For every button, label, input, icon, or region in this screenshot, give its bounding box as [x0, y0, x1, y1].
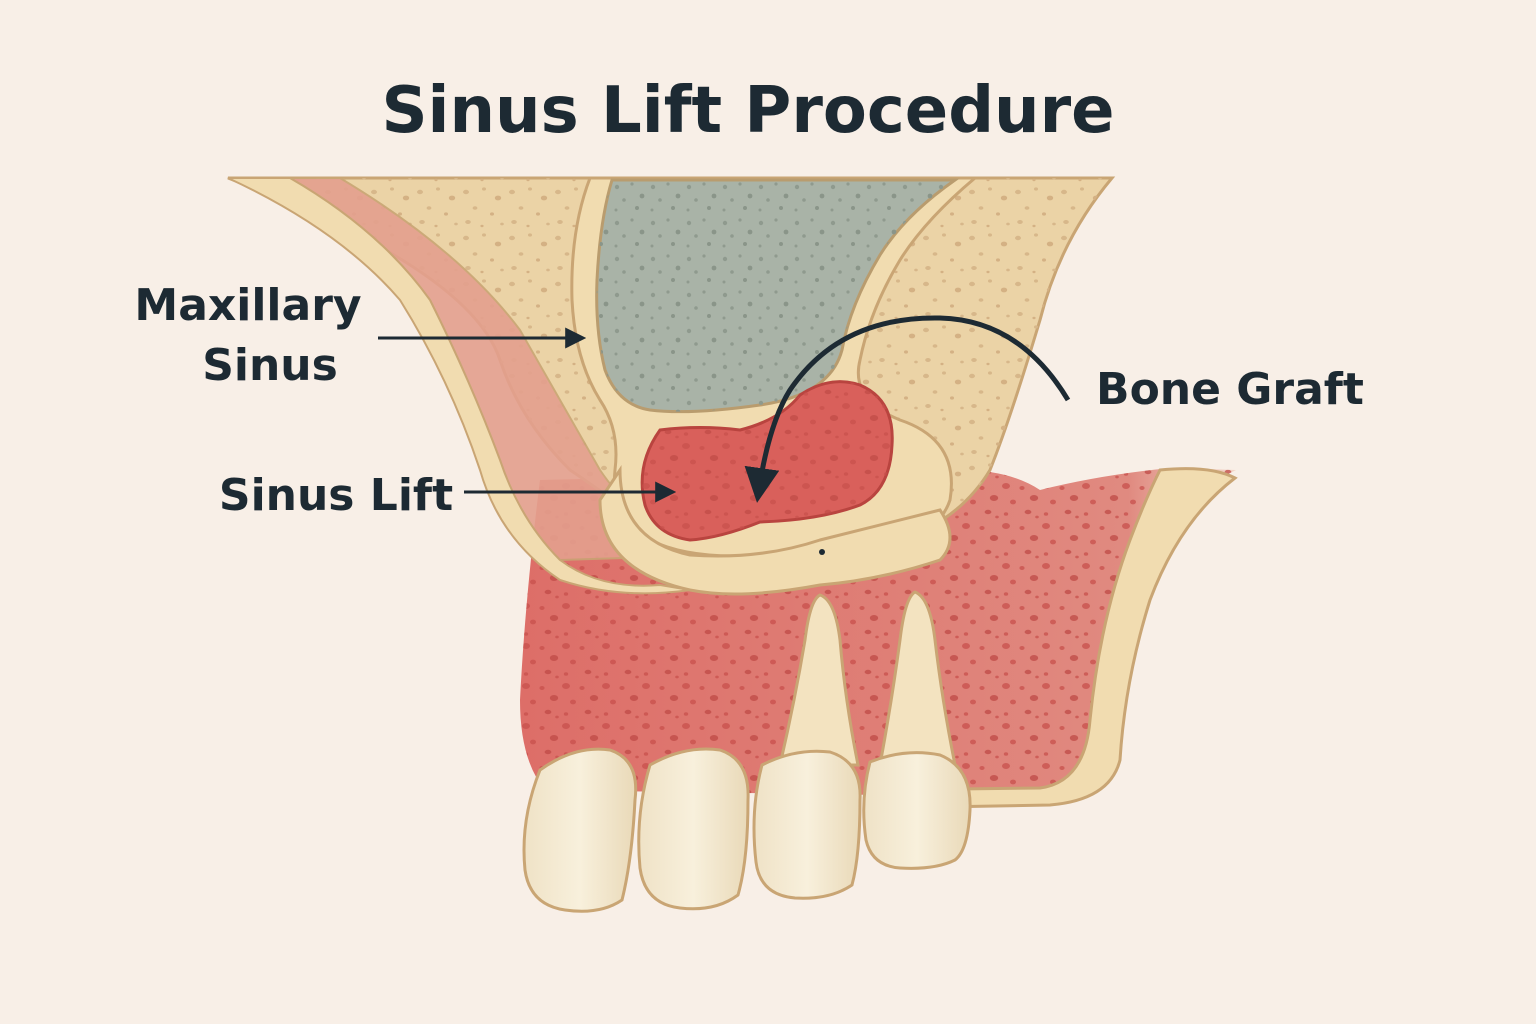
- label-maxillary-sinus-line1: Maxillary: [134, 280, 361, 331]
- tooth-1: [522, 747, 638, 913]
- label-maxillary-sinus-line2: Sinus: [202, 340, 338, 391]
- arrow-bone-graft: [744, 315, 1071, 503]
- tooth-2: [637, 747, 750, 911]
- tooth-4: [862, 751, 972, 870]
- maxillary-sinus-cavity: [595, 178, 960, 414]
- label-maxillary-sinus: Maxillary Sinus: [134, 280, 587, 391]
- tooth-3: [752, 749, 862, 900]
- label-sinus-lift: Sinus Lift: [219, 470, 677, 521]
- label-bone-graft-text: Bone Graft: [1096, 364, 1364, 415]
- small-mark: [819, 549, 825, 555]
- sinus-floor: [598, 465, 952, 596]
- cortical-bone-right: [878, 467, 1238, 810]
- label-sinus-lift-text: Sinus Lift: [219, 470, 453, 521]
- teeth: [522, 747, 972, 913]
- label-bone-graft: Bone Graft: [744, 315, 1364, 503]
- page-title: Sinus Lift Procedure: [381, 74, 1114, 148]
